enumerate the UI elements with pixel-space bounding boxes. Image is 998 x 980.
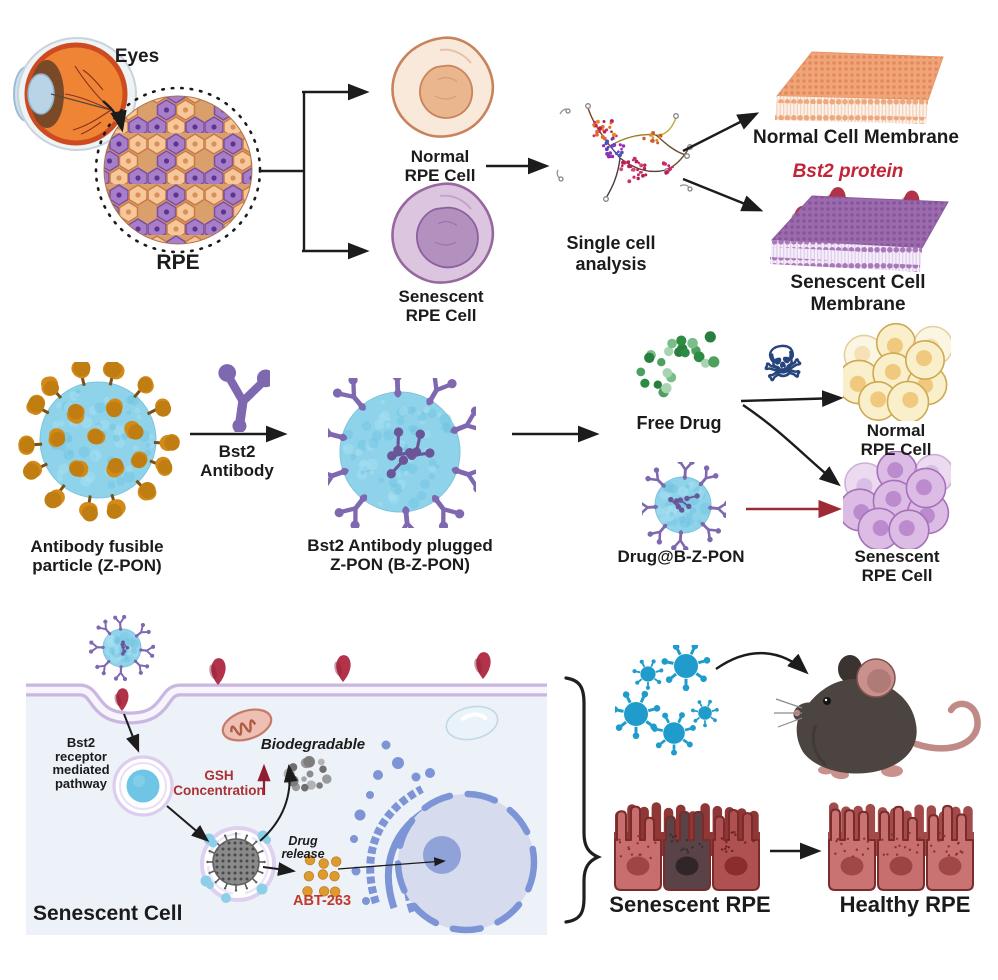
- senescent-rpe-cell-illustration: [391, 182, 495, 284]
- healthy-rpe-label: Healthy RPE: [839, 892, 971, 917]
- bst2-protein-label: Bst2 protein: [792, 161, 904, 182]
- arrow-to-senescent-membrane: [682, 177, 764, 212]
- normal-membrane-label: Normal Cell Membrane: [753, 127, 959, 148]
- arrow-np-to-mouse: [715, 651, 809, 675]
- normal-cell-membrane: [775, 51, 944, 124]
- vacuole-icon: [445, 705, 499, 741]
- nucleus: [394, 790, 538, 934]
- normal-rpe-cell-illustration: [391, 36, 495, 138]
- senescent-rpe-label: Senescent RPE: [609, 892, 771, 917]
- arrow-to-normal-membrane: [682, 112, 760, 153]
- senescent-rpe-cluster: [843, 451, 951, 549]
- senescent-cell-panel: [26, 615, 547, 935]
- endosome-early: [112, 755, 174, 817]
- arrow-receptor-pathway: [123, 713, 140, 753]
- normal-rpe-cluster: [843, 323, 951, 421]
- arrow-drug-release: [262, 862, 296, 876]
- abt263-drug-dots: [302, 854, 342, 897]
- free-drug-label: Free Drug: [636, 413, 722, 433]
- arrow-freedrug-to-normal: [740, 390, 844, 407]
- eyes-label: Eyes: [114, 46, 160, 67]
- arrow-endosome-maturation: [166, 805, 210, 842]
- curly-brace: [564, 676, 602, 924]
- arrow-drug-to-nucleus: [337, 857, 446, 870]
- arrow-freedrug-to-senescent: [742, 404, 841, 487]
- abt263-label: ABT-263: [292, 893, 352, 909]
- senescent-cell-panel-label: Senescent Cell: [33, 902, 183, 925]
- senescent-rpe-epithelium: [614, 802, 760, 891]
- rpe-branch-spine: [260, 92, 306, 251]
- arrow-biodegrade: [259, 764, 298, 842]
- senescent-cell-membrane: [770, 187, 949, 272]
- healthy-rpe-epithelium: [828, 802, 974, 891]
- er-vesicles: [350, 740, 435, 905]
- arrow-eye-to-rpe: [102, 100, 127, 133]
- drug-bzpon-particle: [642, 462, 726, 550]
- mitochondria-icon: [221, 708, 273, 742]
- drug-bzpon-label: Drug@B-Z-PON: [617, 547, 745, 566]
- single-cell-analysis-plot: [556, 103, 693, 202]
- nucleolus: [423, 836, 461, 874]
- free-drug-particles: [636, 331, 720, 398]
- biodegradable-label: Biodegradable: [260, 736, 366, 753]
- eye-illustration: [13, 37, 160, 151]
- mouse-illustration: [774, 655, 981, 780]
- zpon-particle: [18, 362, 180, 522]
- rpe-label: RPE: [156, 251, 200, 274]
- bzpon-particle: [328, 378, 476, 528]
- internalizing-nanoparticle: [87, 615, 157, 683]
- endosome-late: [200, 826, 276, 903]
